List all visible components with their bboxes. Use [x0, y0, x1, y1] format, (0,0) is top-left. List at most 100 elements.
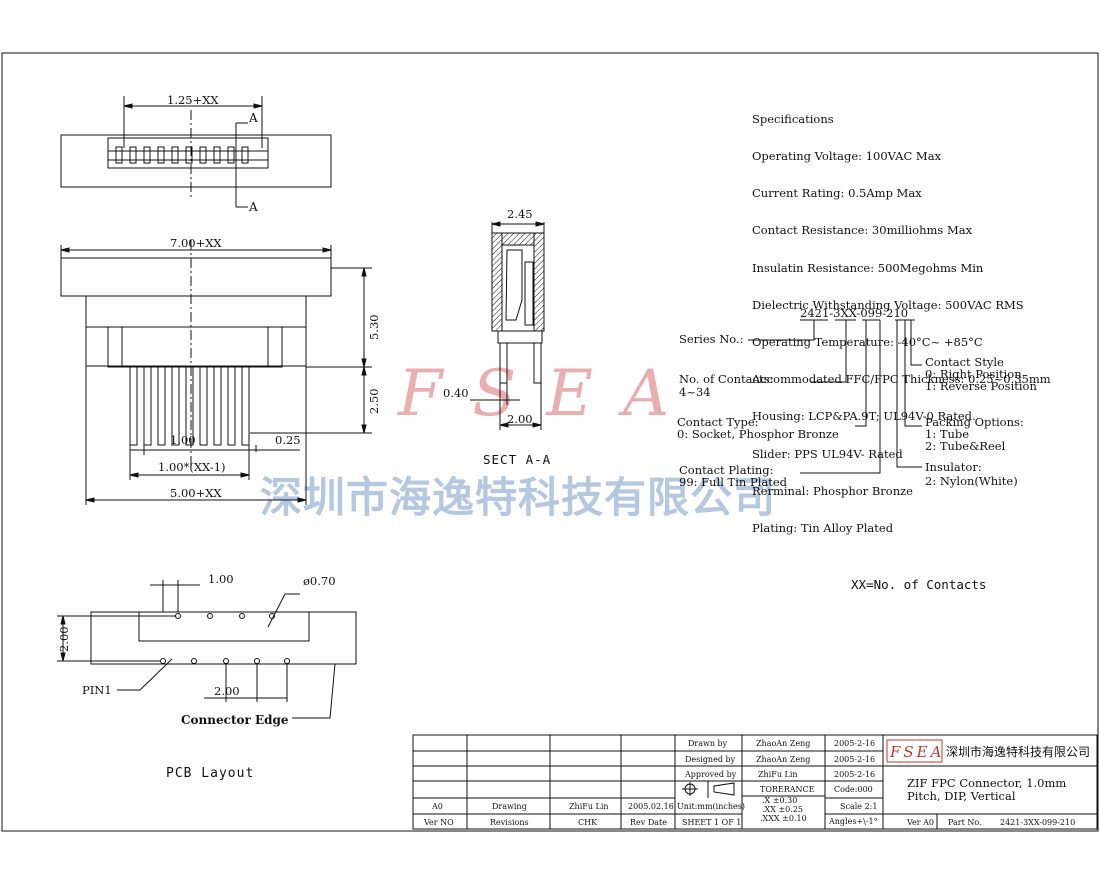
tb-designed-label: Designed by: [685, 755, 736, 764]
part-code-leaders: [748, 319, 922, 474]
tb-angles: Angles+\-1°: [828, 817, 878, 826]
section-mark-top: A: [248, 111, 258, 125]
watermark-company: 深圳市海逸特科技有限公司: [260, 473, 776, 522]
insulator-title: Insulator:: [925, 460, 982, 474]
tb-units: Unit:mm(inches): [677, 802, 745, 811]
spec-line: Accommodated FFC/FPC Thickness: 0.25~0.3…: [752, 372, 1051, 387]
tb-approved-date: 2005-2-16: [834, 770, 875, 779]
front-dim-base: 5.00+XX: [170, 486, 222, 500]
section-label: SECT A-A: [483, 452, 551, 467]
section-dim-pin: 0.40: [443, 386, 469, 400]
packing-title: Packing Options:: [925, 415, 1024, 429]
tb-rev-chk: ZhiFu Lin: [569, 802, 609, 811]
tb-ver-label: Ver A0: [906, 818, 934, 827]
tb-head-ver: Ver NO: [423, 818, 454, 827]
front-dim-upper: 5.30: [367, 314, 381, 340]
section-dim-top: 2.45: [507, 207, 533, 221]
tb-scale: Scale 2:1: [840, 802, 877, 811]
top-view-pins: [115, 146, 249, 164]
pcb-dim-row: 2.00: [57, 626, 71, 652]
pcb-dim-offset: 2.00: [214, 684, 240, 698]
tb-part-label: Part No.: [948, 818, 982, 827]
style-title: Contact Style: [925, 355, 1004, 369]
watermark: FSEA 深圳市海逸特科技有限公司: [260, 357, 776, 522]
tb-sheet: SHEET 1 OF 1: [682, 818, 741, 827]
contacts-value: 4~34: [679, 385, 711, 399]
plating-value: 99: Full Tin Plated: [679, 475, 788, 489]
tb-head-rev: Revisions: [490, 818, 529, 827]
style-1: 1: Reverse Position: [925, 379, 1037, 393]
spec-line: Dielectric Withstanding Voltage: 500VAC …: [752, 297, 1024, 312]
contacts-title: No. of Contacts:: [679, 372, 773, 386]
tb-part-no: 2421-3XX-099-210: [1000, 818, 1075, 827]
pcb-connector-edge: Connector Edge: [181, 713, 289, 727]
tb-tol-x: .X ±0.30: [762, 796, 797, 805]
tb-tol-xx: .XX ±0.25: [762, 805, 803, 814]
pcb-pin1: PIN1: [82, 683, 112, 697]
pcb-holes-bottom: [160, 658, 290, 664]
contact-type-title: Contact Type:: [677, 415, 759, 429]
pcb-layout: [57, 580, 357, 719]
style-0: 0: Right Position: [925, 367, 1022, 381]
tb-logo-box: [886, 739, 943, 763]
front-dim-pitch: 1.00: [170, 433, 196, 447]
tb-approved-name: ZhiFu Lin: [758, 770, 798, 779]
section-mark-bottom: A: [248, 200, 258, 214]
tb-designed-date: 2005-2-16: [834, 755, 875, 764]
spec-line: Insulatin Resistance: 500Megohms Min: [752, 260, 984, 275]
tb-drawn-date: 2005-2-16: [834, 739, 875, 748]
tb-approved-label: Approved by: [684, 770, 737, 779]
top-dim-label: 1.25+XX: [167, 93, 219, 107]
part-code: 2421-3XX-099-210: [800, 306, 908, 320]
sheet-border: [1, 52, 1099, 832]
tb-head-date: Rev Date: [630, 818, 667, 827]
section-view: [470, 221, 545, 430]
front-dim-span: 1.00*(XX-1): [158, 460, 226, 474]
series-label: Series No.:: [679, 332, 744, 346]
spec-line: Operating Voltage: 100VAC Max: [752, 149, 942, 164]
tb-drawn-label: Drawn by: [688, 739, 728, 748]
spec-line: Current Rating: 0.5Amp Max: [752, 186, 922, 201]
watermark-logo: FSEA: [397, 357, 699, 431]
plating-title: Contact Plating:: [679, 463, 774, 477]
spec-line: Rerminal: Phosphor Bronze: [752, 483, 913, 498]
spec-line: Housing: LCP&PA.9T; UL94V-0 Rated.: [752, 409, 976, 424]
tb-title-line1: ZIF FPC Connector, 1.0mm: [907, 776, 1066, 790]
xx-note: XX=No. of Contacts: [851, 577, 986, 592]
specifications: Specifications Operating Voltage: 100VAC…: [752, 88, 1051, 547]
tb-tolerance: TORERANCE: [760, 785, 815, 794]
pcb-dim-hole: ø0.70: [303, 574, 336, 588]
title-block-text: Drawn by ZhaoAn Zeng 2005-2-16 Designed …: [423, 739, 1075, 827]
title-block: [412, 734, 1098, 830]
contact-type-value: 0: Socket, Phosphor Bronze: [677, 427, 839, 441]
spec-line: Operating Temperature: -40°C~ +85°C: [752, 335, 983, 350]
tb-company: 深圳市海逸特科技有限公司: [946, 744, 1090, 759]
pcb-title: PCB Layout: [166, 766, 254, 781]
tb-drawn-name: ZhaoAn Zeng: [756, 739, 810, 748]
packing-2: 2: Tube&Reel: [925, 439, 1006, 453]
tb-rev-ver: A0: [431, 802, 443, 811]
front-view: [60, 240, 372, 505]
tb-code: Code:000: [834, 785, 873, 794]
tb-logo: FSEA: [889, 743, 944, 761]
tb-rev-date: 2005.02.16: [628, 802, 674, 811]
tb-title-line2: Pitch, DIP, Vertical: [907, 789, 1016, 803]
front-view-leads: [129, 366, 250, 446]
section-dim-bottom: 2.00: [507, 412, 533, 426]
pcb-holes-top: [175, 613, 275, 619]
top-view: [60, 96, 332, 208]
spec-line: Slider: PPS UL94V- Rated: [752, 446, 903, 461]
tb-head-chk: CHK: [578, 818, 598, 827]
tb-designed-name: ZhaoAn Zeng: [756, 755, 810, 764]
front-dim-width: 7.00+XX: [170, 236, 222, 250]
spec-title: Specifications: [752, 111, 834, 126]
pcb-dim-pitch: 1.00: [208, 572, 234, 586]
spec-line: Contact Resistance: 30milliohms Max: [752, 223, 973, 238]
front-dim-lead: 0.25: [275, 433, 301, 447]
front-dim-lower: 2.50: [367, 388, 381, 414]
tb-rev-desc: Drawing: [492, 802, 527, 811]
projection-cone-icon: [713, 782, 735, 796]
insulator-2: 2: Nylon(White): [925, 474, 1018, 488]
tb-tol-xxx: .XXX ±0.10: [760, 814, 807, 823]
